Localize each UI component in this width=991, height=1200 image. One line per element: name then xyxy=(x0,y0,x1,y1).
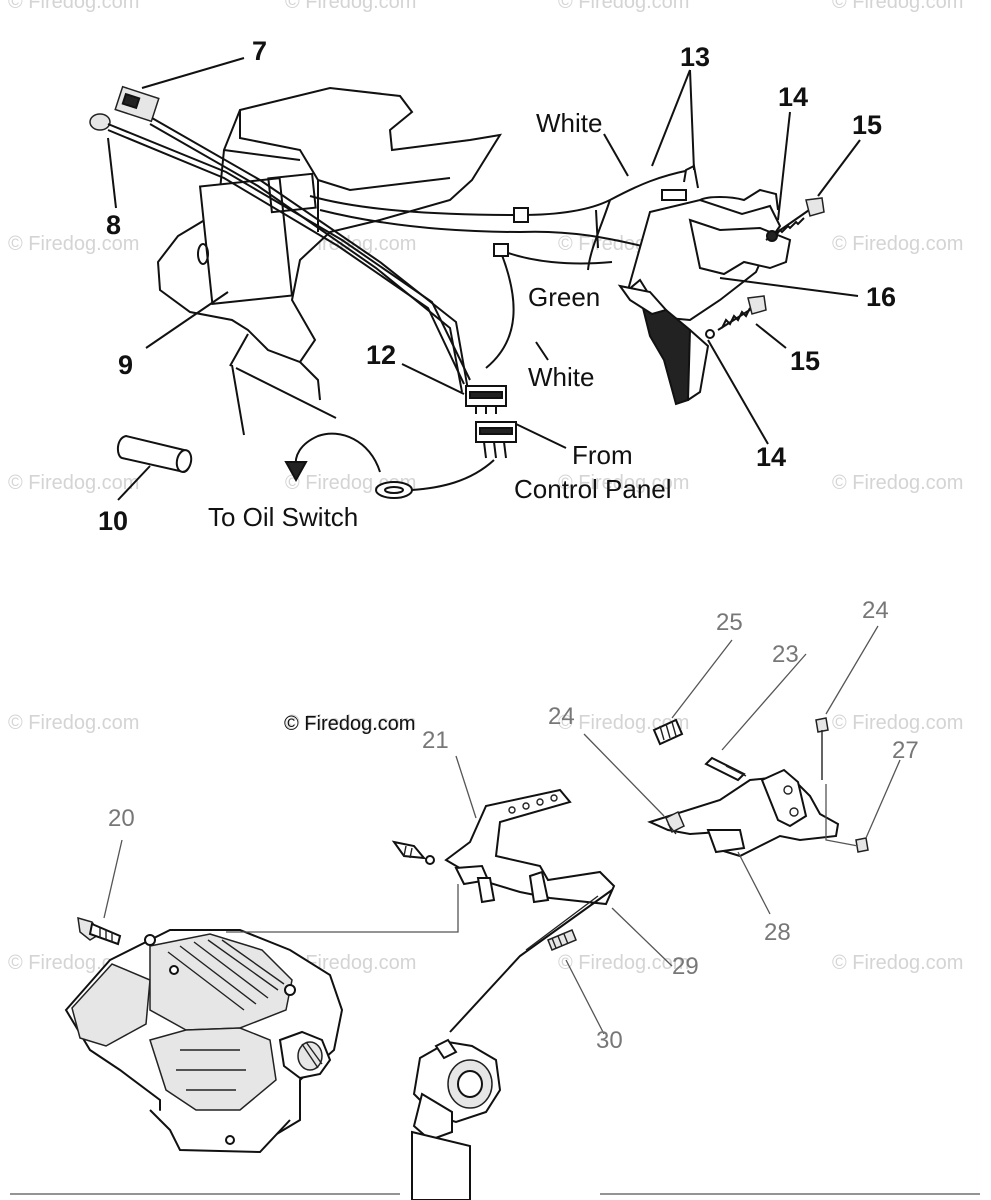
watermark: © Firedog.com xyxy=(832,952,963,974)
throttle-linkage xyxy=(411,889,673,1200)
upper-leader-lines xyxy=(107,57,861,501)
callout-8: 8 xyxy=(106,210,121,240)
callout-13: 13 xyxy=(680,42,710,72)
callout-24: 24 xyxy=(548,703,575,730)
callout-7: 7 xyxy=(252,36,267,66)
watermark: © Firedog.com xyxy=(832,712,963,734)
upper-callouts: 7 8 9 10 12 13 14 15 16 15 14 xyxy=(98,36,896,536)
sleeve-10 xyxy=(116,434,193,474)
wire-lead-7 xyxy=(114,85,469,393)
fasteners xyxy=(705,197,825,339)
copyright-notice: © Firedog.com xyxy=(284,713,415,735)
callout-21: 21 xyxy=(422,727,449,754)
governor-lever-21 xyxy=(226,755,616,933)
watermark: © Firedog.com xyxy=(8,0,139,13)
watermark: © Firedog.com xyxy=(8,712,139,734)
callout-23: 23 xyxy=(772,641,799,668)
watermark: © Firedog.com xyxy=(285,0,416,13)
watermark: © Firedog.com xyxy=(832,0,963,13)
oil-switch-lead xyxy=(284,432,495,499)
lower-governor-assembly: © Firedog.com xyxy=(64,597,919,1200)
callout-29: 29 xyxy=(672,953,699,980)
control-bracket-28 xyxy=(583,625,901,915)
note-control-panel: Control Panel xyxy=(514,474,672,504)
watermark: © Firedog.com xyxy=(8,233,139,255)
watermark: © Firedog.com xyxy=(558,472,689,494)
watermark: © Firedog.com xyxy=(558,0,689,13)
engine-block xyxy=(64,929,344,1154)
wire-label-white: White xyxy=(536,108,602,138)
callout-16: 16 xyxy=(866,282,896,312)
callout-9: 9 xyxy=(118,350,133,380)
note-to-oil-switch: To Oil Switch xyxy=(208,502,358,532)
ignition-module xyxy=(617,164,792,406)
watermark: © Firedog.com xyxy=(8,472,139,494)
callout-28: 28 xyxy=(764,919,791,946)
watermark: © Firedog.com xyxy=(832,472,963,494)
engine-shroud xyxy=(156,86,503,436)
callout-20: 20 xyxy=(108,805,135,832)
callout-12: 12 xyxy=(366,340,396,370)
spark-plug-20 xyxy=(77,839,123,946)
watermark: © Firedog.com xyxy=(832,233,963,255)
callout-27: 27 xyxy=(892,737,919,764)
callout-14: 14 xyxy=(756,442,786,472)
callout-14: 14 xyxy=(778,82,808,112)
wire-lead-8 xyxy=(89,113,471,385)
upper-wiring-assembly: 7 8 9 10 12 13 14 15 16 15 14 White Gree… xyxy=(89,36,896,536)
callout-10: 10 xyxy=(98,506,128,536)
callout-25: 25 xyxy=(716,609,743,636)
upper-labels: White Green White From Control Panel To … xyxy=(208,108,672,532)
note-from: From xyxy=(572,440,633,470)
callout-30: 30 xyxy=(596,1027,623,1054)
wire-label-green: Green xyxy=(528,282,600,312)
callout-15: 15 xyxy=(790,346,820,376)
callout-24: 24 xyxy=(862,597,889,624)
watermarks: © Firedog.com © Firedog.com © Firedog.co… xyxy=(8,0,963,974)
lower-callouts: 20 21 24 23 25 24 27 28 29 30 xyxy=(108,597,919,1054)
watermark: © Firedog.com xyxy=(285,712,416,734)
connector-12 xyxy=(465,385,517,459)
callout-15: 15 xyxy=(852,110,882,140)
harness-wires xyxy=(309,169,691,369)
watermark: © Firedog.com xyxy=(558,952,689,974)
wire-label-white: White xyxy=(528,362,594,392)
